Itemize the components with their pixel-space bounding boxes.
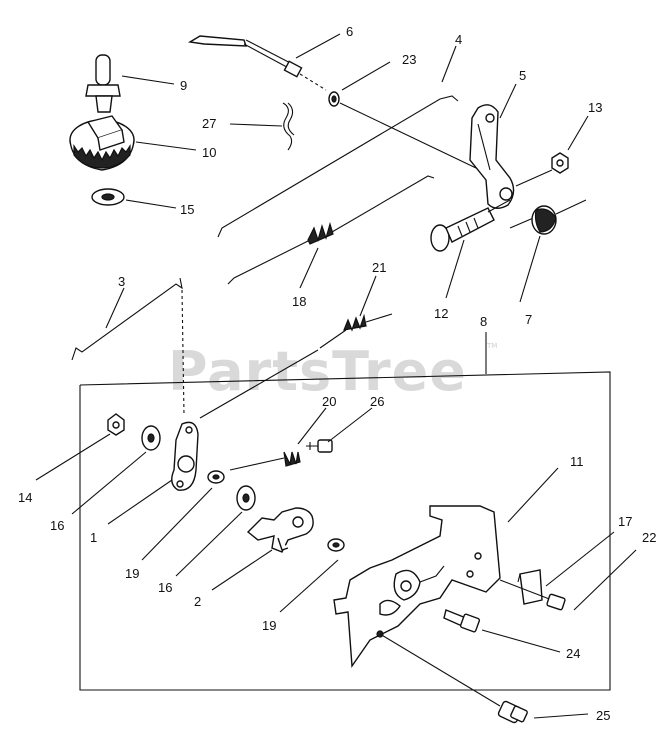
part-11-control-plate — [333, 505, 501, 669]
axis-line-21-1 — [199, 349, 319, 419]
callout-2: 2 — [194, 594, 201, 609]
part-27-clip — [282, 102, 293, 151]
callout-7: 7 — [525, 312, 532, 327]
part-15-washer — [91, 188, 125, 206]
watermark-text: PartsTree — [168, 340, 467, 403]
axis-line-12 — [487, 199, 511, 213]
part-26-screw — [306, 439, 333, 453]
callout-8: 8 — [480, 314, 487, 329]
part-16-washer-b — [236, 485, 256, 511]
callout-19-b: 19 — [262, 618, 276, 633]
callout-19-a: 19 — [125, 566, 139, 581]
callout-10: 10 — [202, 145, 216, 160]
callout-11: 11 — [570, 454, 584, 469]
part-9-gear-shaft — [85, 54, 121, 113]
part-27-clip-inner — [287, 102, 295, 136]
callout-16-a: 16 — [50, 518, 64, 533]
callout-21: 21 — [372, 260, 386, 275]
axis-line-6-5 — [339, 102, 477, 169]
callout-18: 18 — [292, 294, 306, 309]
part-20-spring — [229, 451, 301, 471]
part-16-washer-a — [141, 425, 161, 451]
callout-4: 4 — [455, 32, 462, 47]
callout-16-b: 16 — [158, 580, 172, 595]
callout-1: 1 — [90, 530, 97, 545]
part-14-nut — [107, 413, 125, 436]
part-10-gear — [69, 115, 135, 171]
watermark-trademark: TM — [486, 342, 497, 350]
part-12-bolt — [430, 207, 495, 252]
part-23-washer — [328, 91, 340, 107]
callout-12: 12 — [434, 306, 448, 321]
axis-line-13 — [515, 169, 553, 187]
part-19-washer-b — [327, 538, 345, 552]
axis-line-3-1 — [181, 289, 185, 416]
part-19-washer-a — [207, 470, 225, 484]
callout-22: 22 — [642, 530, 656, 545]
part-7-spring — [509, 199, 587, 235]
part-6-throttle-rod — [187, 35, 327, 91]
callout-23: 23 — [402, 52, 416, 67]
part-3-rod — [71, 277, 183, 361]
part-13-nut — [551, 152, 569, 174]
part-18-spring-link — [227, 175, 435, 285]
callout-24: 24 — [566, 646, 580, 661]
callout-25: 25 — [596, 708, 610, 723]
callout-20: 20 — [322, 394, 336, 409]
callout-9: 9 — [180, 78, 187, 93]
callout-5: 5 — [519, 68, 526, 83]
callout-27: 27 — [202, 116, 216, 131]
callout-26: 26 — [370, 394, 384, 409]
callout-3: 3 — [118, 274, 125, 289]
part-22-bolt — [499, 579, 566, 611]
callout-15: 15 — [180, 202, 194, 217]
part-21-spring — [319, 313, 393, 349]
part-4-link — [217, 95, 459, 238]
callout-6: 6 — [346, 24, 353, 39]
part-25-bolt — [379, 633, 528, 724]
part-5-lever-bracket — [469, 104, 515, 209]
callout-13: 13 — [588, 100, 602, 115]
part-17-clip — [517, 569, 543, 605]
part-1-lever — [171, 421, 199, 491]
callout-labels: 6 23 4 5 13 9 27 10 15 18 12 7 3 21 8 20… — [18, 24, 656, 723]
assembly-frame — [79, 371, 611, 691]
leader-lines — [35, 33, 637, 719]
callout-17: 17 — [618, 514, 632, 529]
callout-14: 14 — [18, 490, 32, 505]
part-2-bracket — [246, 507, 314, 553]
part-24-bolt — [443, 609, 481, 633]
